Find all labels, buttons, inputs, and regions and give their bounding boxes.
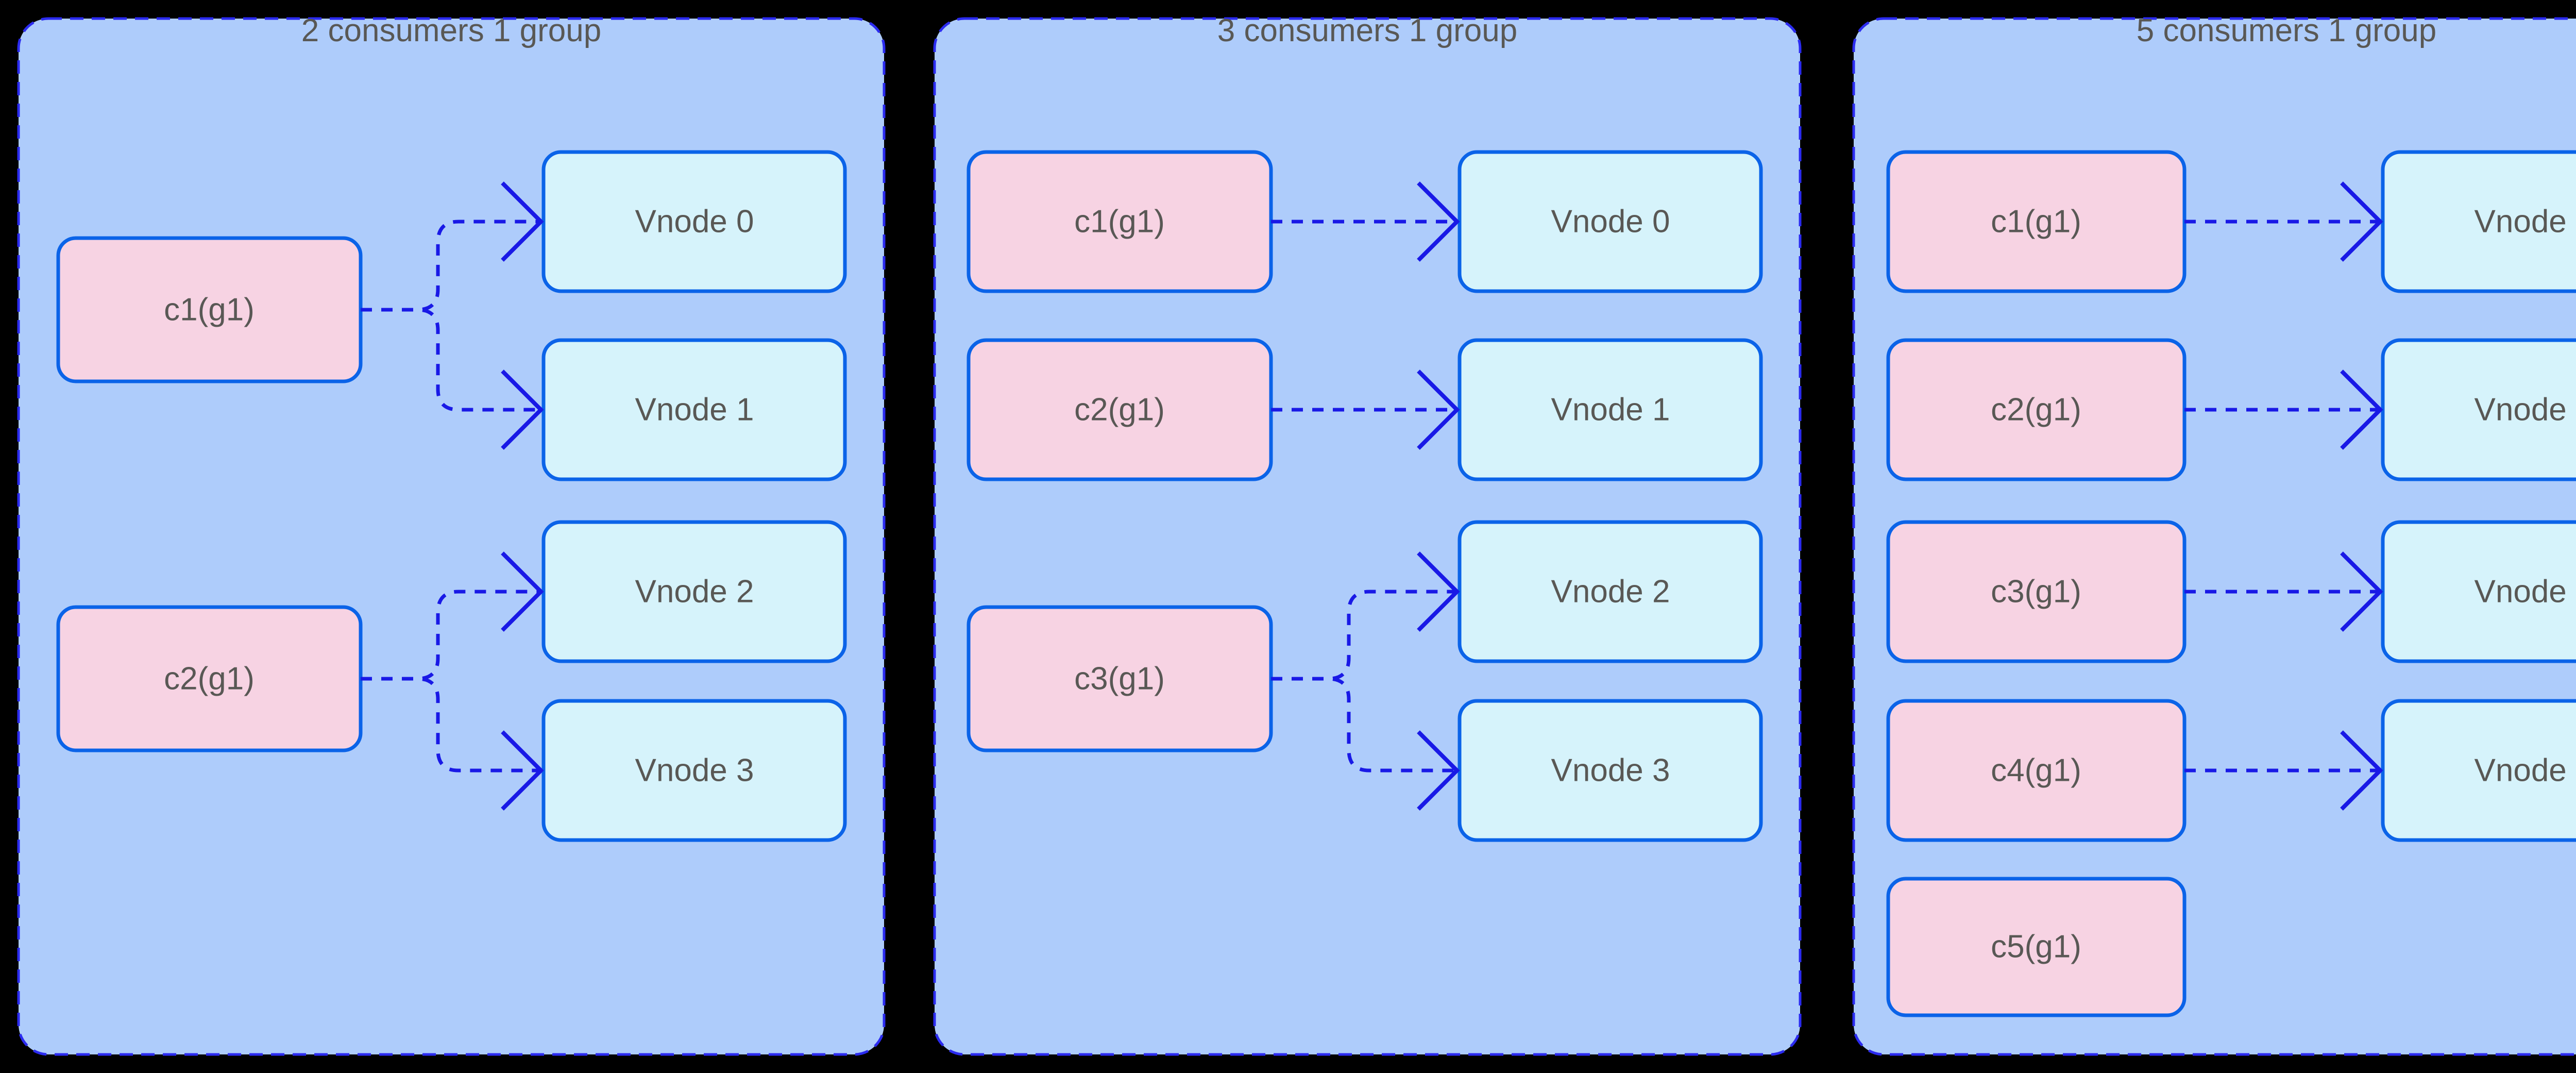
vnode-node[interactable]: Vnode 3	[541, 699, 847, 842]
consumer-label: c2(g1)	[1991, 392, 2081, 428]
consumer-label: c3(g1)	[1074, 661, 1165, 697]
consumer-node[interactable]: c5(g1)	[1886, 877, 2187, 1017]
vnode-node[interactable]: Vnode 2	[2381, 520, 2576, 663]
assignment-edge	[2184, 730, 2383, 811]
consumer-box[interactable]	[1886, 877, 2187, 1017]
assignment-edge	[2184, 551, 2383, 632]
assignment-edge	[1271, 370, 1460, 450]
consumer-node[interactable]: c4(g1)	[1886, 699, 2187, 842]
vnode-label: Vnode 3	[1551, 753, 1670, 789]
vnode-label: Vnode 1	[2475, 392, 2576, 428]
consumer-node[interactable]: c3(g1)	[1886, 520, 2187, 663]
vnode-label: Vnode 0	[635, 204, 754, 240]
panel-title: 2 consumers 1 group	[301, 13, 601, 48]
panel-title: 5 consumers 1 group	[2137, 13, 2436, 48]
vnode-node[interactable]: Vnode 2	[1458, 520, 1763, 663]
assignment-edge	[1271, 181, 1460, 262]
consumer-label: c5(g1)	[1991, 929, 2081, 965]
vnode-label: Vnode 3	[635, 753, 754, 789]
consumer-node[interactable]: c2(g1)	[967, 338, 1273, 481]
vnode-node[interactable]: Vnode 3	[1458, 699, 1763, 842]
consumer-label: c1(g1)	[1074, 204, 1165, 240]
assignment-edge	[361, 677, 544, 811]
consumer-label: c1(g1)	[164, 292, 255, 328]
vnode-label: Vnode 3	[2475, 753, 2576, 789]
vnode-node[interactable]: Vnode 0	[2381, 150, 2576, 293]
vnode-label: Vnode 0	[2475, 204, 2576, 240]
consumer-label: c1(g1)	[1991, 204, 2081, 240]
vnode-node[interactable]: Vnode 0	[541, 150, 847, 293]
consumer-label: c2(g1)	[164, 661, 255, 697]
vnode-label: Vnode 2	[2475, 574, 2576, 610]
assignment-edge	[2184, 181, 2383, 262]
panel-title: 3 consumers 1 group	[1217, 13, 1517, 48]
consumer-node[interactable]: c3(g1)	[967, 605, 1273, 752]
assignment-edge	[1271, 551, 1460, 681]
consumer-node[interactable]: c1(g1)	[967, 150, 1273, 293]
vnode-node[interactable]: Vnode 1	[2381, 338, 2576, 481]
consumer-node[interactable]: c2(g1)	[56, 605, 363, 752]
vnode-node[interactable]: Vnode 1	[541, 338, 847, 481]
panel-5-consumers: 5 consumers 1 group c1(g1) c2(g1) c3(g1)…	[1852, 13, 2576, 1056]
assignment-edge	[1271, 677, 1460, 811]
assignment-edge	[361, 308, 544, 450]
vnode-label: Vnode 2	[1551, 574, 1670, 610]
vnode-node[interactable]: Vnode 1	[1458, 338, 1763, 481]
vnode-label: Vnode 2	[635, 574, 754, 610]
assignment-edge	[2184, 370, 2383, 450]
panel-3-consumers: 3 consumers 1 group c1(g1) c2(g1) c3(g1)…	[933, 13, 1802, 1056]
panel-2-consumers: 2 consumers 1 group c1(g1) c2(g1) Vnode …	[17, 13, 886, 1056]
vnode-node[interactable]: Vnode 0	[1458, 150, 1763, 293]
vnode-label: Vnode 1	[635, 392, 754, 428]
assignment-edge	[361, 181, 544, 312]
consumer-node[interactable]: c2(g1)	[1886, 338, 2187, 481]
consumer-label: c2(g1)	[1074, 392, 1165, 428]
vnode-label: Vnode 1	[1551, 392, 1670, 428]
consumer-label: c4(g1)	[1991, 753, 2081, 789]
assignment-edge	[361, 551, 544, 681]
consumer-node[interactable]: c1(g1)	[56, 236, 363, 383]
consumer-label: c3(g1)	[1991, 574, 2081, 610]
vnode-label: Vnode 0	[1551, 204, 1670, 240]
consumer-node[interactable]: c1(g1)	[1886, 150, 2187, 293]
vnode-node[interactable]: Vnode 2	[541, 520, 847, 663]
vnode-node[interactable]: Vnode 3	[2381, 699, 2576, 842]
